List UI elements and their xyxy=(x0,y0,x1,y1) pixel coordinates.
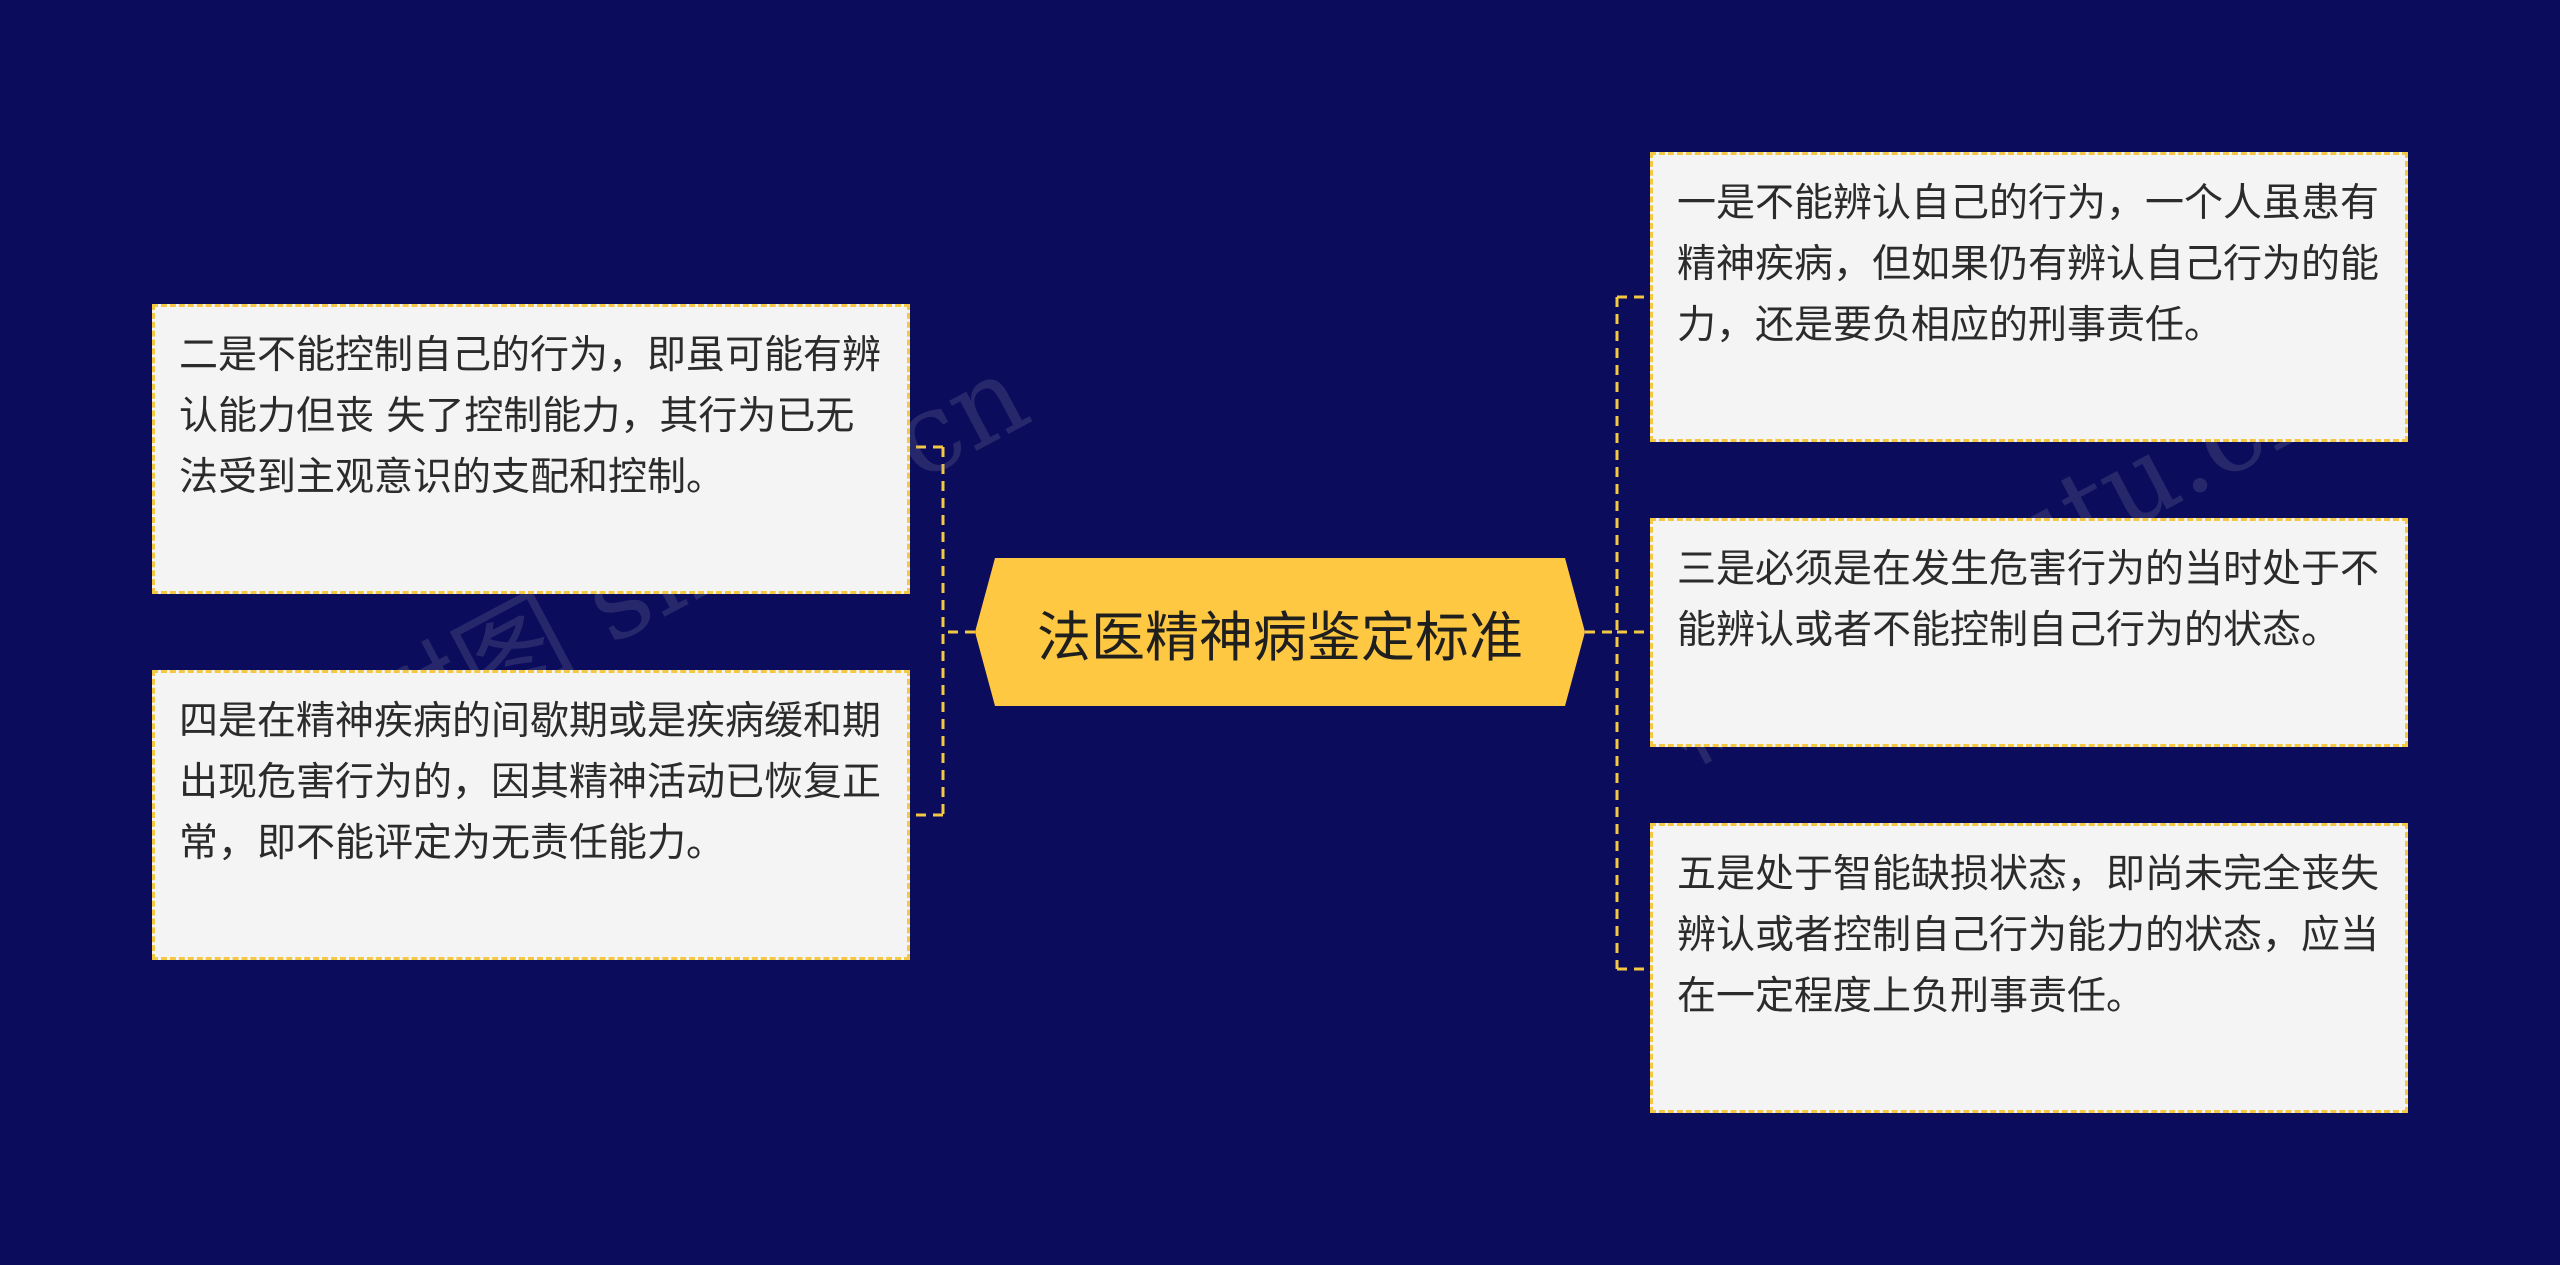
right-node-1[interactable]: 一是不能辨认自己的行为，一个人虽患有精神疾病，但如果仍有辨认自己行为的能力，还是… xyxy=(1650,152,2408,442)
central-topic[interactable]: 法医精神病鉴定标准 xyxy=(975,558,1585,706)
central-topic-label: 法医精神病鉴定标准 xyxy=(1037,605,1523,669)
right-node-1-text: 一是不能辨认自己的行为，一个人虽患有精神疾病，但如果仍有辨认自己行为的能力，还是… xyxy=(1677,181,2380,348)
right-node-2[interactable]: 三是必须是在发生危害行为的当时处于不能辨认或者不能控制自己行为的状态。 xyxy=(1650,518,2408,747)
right-node-3[interactable]: 五是处于智能缺损状态，即尚未完全丧失辨认或者控制自己行为能力的状态，应当在一定程… xyxy=(1650,823,2408,1113)
right-node-3-text: 五是处于智能缺损状态，即尚未完全丧失辨认或者控制自己行为能力的状态，应当在一定程… xyxy=(1677,852,2380,1019)
left-node-2-text: 四是在精神疾病的间歇期或是疾病缓和期出现危害行为的，因其精神活动已恢复正常，即不… xyxy=(179,699,882,866)
left-node-1[interactable]: 二是不能控制自己的行为，即虽可能有辨认能力但丧 失了控制能力，其行为已无法受到主… xyxy=(152,304,910,594)
central-topic-shape xyxy=(975,558,1585,706)
left-node-2[interactable]: 四是在精神疾病的间歇期或是疾病缓和期出现危害行为的，因其精神活动已恢复正常，即不… xyxy=(152,670,910,960)
right-node-2-text: 三是必须是在发生危害行为的当时处于不能辨认或者不能控制自己行为的状态。 xyxy=(1677,547,2380,653)
left-node-1-text: 二是不能控制自己的行为，即虽可能有辨认能力但丧 失了控制能力，其行为已无法受到主… xyxy=(179,333,882,500)
